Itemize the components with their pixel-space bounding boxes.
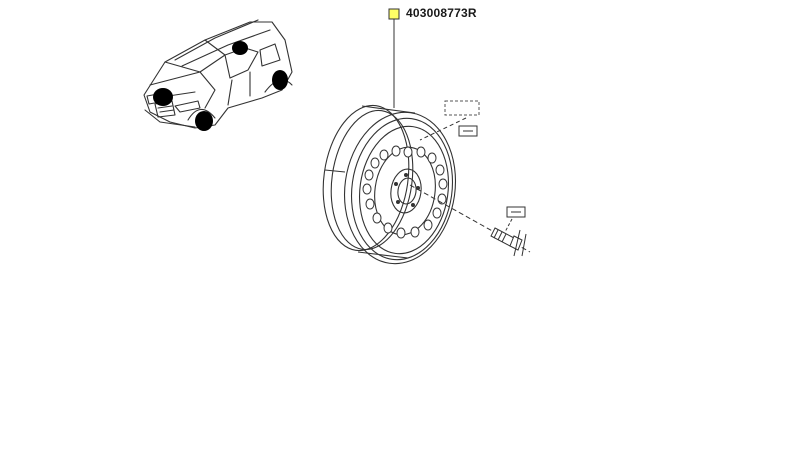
- reference-box-1: [458, 125, 478, 137]
- reference-leader-1: [419, 117, 467, 141]
- front-left-wheel-marker: [195, 111, 213, 131]
- reference-box-empty: [444, 100, 480, 116]
- vehicle-outline-icon: [143, 19, 293, 129]
- part-number-label[interactable]: 403008773R: [406, 6, 477, 20]
- reference-box-2: [506, 206, 526, 218]
- bolt-seat-line-1: [513, 229, 521, 257]
- front-right-wheel-marker: [153, 88, 173, 106]
- bolt-seat-line-2: [521, 233, 527, 257]
- steel-wheel-icon: [322, 104, 457, 265]
- part-callout-marker: [388, 8, 400, 20]
- hub-bolt-holes: [394, 173, 420, 207]
- rear-left-wheel-marker: [272, 70, 288, 90]
- rear-right-wheel-marker: [232, 41, 248, 55]
- wheel-bolt-icon: [490, 227, 523, 251]
- reference-leader-2: [504, 218, 513, 233]
- wheel-position-markers: [153, 41, 288, 131]
- wheel-vent-holes: [362, 145, 448, 239]
